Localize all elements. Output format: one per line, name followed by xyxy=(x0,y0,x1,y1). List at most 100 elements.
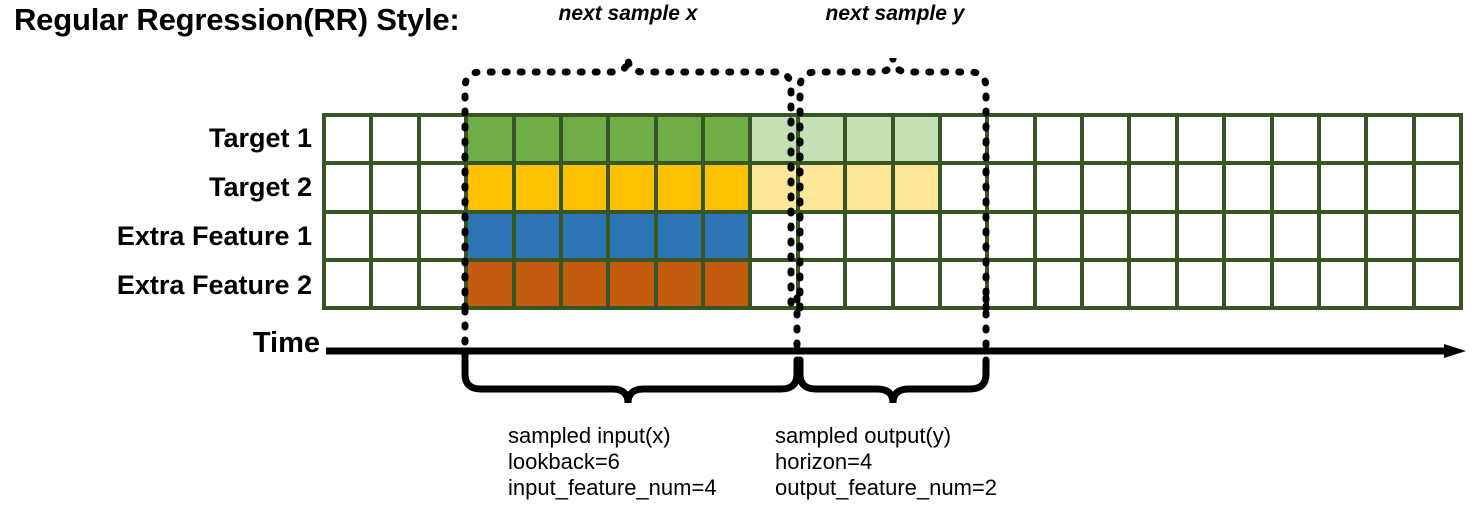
sampled-input-line-2: lookback=6 xyxy=(508,449,620,474)
grid-cell-r0-c18-empty xyxy=(1178,117,1223,162)
grid-cell-r2-c14-empty xyxy=(989,213,1033,258)
grid-cell-r2-c17-empty xyxy=(1131,213,1175,258)
grid-cell-r1-c11-output xyxy=(847,165,891,210)
label-sampled-input: sampled input(x) lookback=6 input_featur… xyxy=(508,423,717,501)
time-axis-label: Time xyxy=(252,327,320,359)
label-sampled-output: sampled output(y) horizon=4 output_featu… xyxy=(775,423,997,501)
grid-cell-r1-c15-empty xyxy=(1036,165,1080,210)
grid-cell-r2-c8-input xyxy=(705,213,749,258)
grid-cell-r3-c13-empty xyxy=(941,261,986,306)
row-label-target-2: Target 2 xyxy=(208,172,312,202)
grid-cell-r1-c2-empty xyxy=(420,165,465,210)
grid-cell-r0-c10-output xyxy=(799,117,844,162)
time-axis-arrow xyxy=(326,344,1466,358)
row-label-column: Target 1 Target 2 Extra Feature 1 Extra Fea… xyxy=(0,114,312,310)
grid-cell-r0-c7-input xyxy=(657,117,701,162)
grid-cell-r3-c20-empty xyxy=(1273,261,1317,306)
grid-cell-r0-c2-empty xyxy=(420,117,465,162)
grid-cell-r3-c7-input xyxy=(657,261,701,306)
grid-cell-r1-c8-input xyxy=(705,165,749,210)
grid-cell-r1-c12-output xyxy=(894,165,938,210)
grid-cell-r0-c12-output xyxy=(894,117,938,162)
grid-cell-r2-c18-empty xyxy=(1178,213,1223,258)
grid-cell-r1-c5-input xyxy=(562,165,607,210)
grid-cell-r2-c16-empty xyxy=(1084,213,1128,258)
grid-cell-r3-c3-input xyxy=(468,261,512,306)
sampled-input-line-1: sampled input(x) xyxy=(508,423,671,448)
grid-cell-r2-c2-empty xyxy=(420,213,465,258)
grid-cell-r3-c14-empty xyxy=(989,261,1033,306)
grid-cell-r2-c1-empty xyxy=(373,213,417,258)
grid-cell-r0-c19-empty xyxy=(1226,117,1270,162)
grid-cell-r1-c21-empty xyxy=(1320,165,1365,210)
grid-cell-r0-c6-input xyxy=(610,117,654,162)
grid-cell-r1-c19-empty xyxy=(1226,165,1270,210)
grid-cell-r3-c19-empty xyxy=(1226,261,1270,306)
grid-cell-r3-c15-empty xyxy=(1036,261,1080,306)
grid-cell-r2-c0-empty xyxy=(326,213,370,258)
grid-cell-r2-c13-empty xyxy=(941,213,986,258)
grid-cell-r3-c1-empty xyxy=(373,261,417,306)
grid-cell-r2-c19-empty xyxy=(1226,213,1270,258)
grid-cell-r3-c18-empty xyxy=(1178,261,1223,306)
grid-cell-r0-c16-empty xyxy=(1084,117,1128,162)
timeline-grid xyxy=(322,113,1463,310)
grid-cell-r1-c1-empty xyxy=(373,165,417,210)
grid-cell-r2-c6-input xyxy=(610,213,654,258)
grid-cell-r1-c10-output xyxy=(799,165,844,210)
grid-cell-r2-c10-empty xyxy=(799,213,844,258)
caption-next-sample-y: next sample y xyxy=(825,2,965,25)
grid-cell-r2-c3-input xyxy=(468,213,512,258)
brace-sampled-input xyxy=(461,356,801,404)
grid-cell-r3-c10-empty xyxy=(799,261,844,306)
grid-cell-r1-c14-empty xyxy=(989,165,1033,210)
grid-cell-r0-c14-empty xyxy=(989,117,1033,162)
grid-cell-r3-c4-input xyxy=(515,261,559,306)
grid-cell-r1-c18-empty xyxy=(1178,165,1223,210)
grid-cell-r2-c11-empty xyxy=(847,213,891,258)
grid-cell-r0-c8-input xyxy=(705,117,749,162)
grid-cell-r3-c0-empty xyxy=(326,261,370,306)
sampled-output-line-2: horizon=4 xyxy=(775,449,873,474)
grid-cell-r0-c9-output xyxy=(752,117,796,162)
grid-cell-r1-c13-empty xyxy=(941,165,986,210)
grid-cell-r3-c16-empty xyxy=(1084,261,1128,306)
grid-cell-r2-c7-input xyxy=(657,213,701,258)
grid-cell-r0-c1-empty xyxy=(373,117,417,162)
sampled-output-line-1: sampled output(y) xyxy=(775,423,952,448)
brace-sampled-output xyxy=(796,356,990,404)
grid-cell-r1-c7-input xyxy=(657,165,701,210)
grid-cell-r0-c20-empty xyxy=(1273,117,1317,162)
grid-cell-r0-c17-empty xyxy=(1131,117,1175,162)
row-label-target-1: Target 1 xyxy=(208,123,312,153)
grid-cell-r0-c13-empty xyxy=(941,117,986,162)
grid-cell-r2-c21-empty xyxy=(1320,213,1365,258)
row-label-extra-feature-2: Extra Feature 2 xyxy=(116,270,312,300)
grid-cell-r2-c15-empty xyxy=(1036,213,1080,258)
grid-cell-r2-c22-empty xyxy=(1368,213,1412,258)
grid-cell-r1-c6-input xyxy=(610,165,654,210)
page-title: Regular Regression(RR) Style: xyxy=(14,2,460,37)
row-label-extra-feature-1: Extra Feature 1 xyxy=(116,221,312,251)
grid-cell-r3-c17-empty xyxy=(1131,261,1175,306)
grid-cell-r1-c23-empty xyxy=(1415,165,1459,210)
grid-cell-r2-c9-empty xyxy=(752,213,796,258)
grid-cell-r0-c15-empty xyxy=(1036,117,1080,162)
grid-cell-r1-c22-empty xyxy=(1368,165,1412,210)
grid-cell-r2-c12-empty xyxy=(894,213,938,258)
grid-cell-r1-c20-empty xyxy=(1273,165,1317,210)
grid-cell-r0-c5-input xyxy=(562,117,607,162)
grid-cell-r2-c5-input xyxy=(562,213,607,258)
grid-cell-r3-c12-empty xyxy=(894,261,938,306)
sampled-input-line-3: input_feature_num=4 xyxy=(508,475,717,500)
caption-next-sample-x: next sample x xyxy=(558,2,698,25)
grid-cell-r3-c6-input xyxy=(610,261,654,306)
grid-cell-r0-c3-input xyxy=(468,117,512,162)
grid-cell-r1-c16-empty xyxy=(1084,165,1128,210)
grid-cell-r3-c23-empty xyxy=(1415,261,1459,306)
grid-cell-r0-c4-input xyxy=(515,117,559,162)
grid-cell-r1-c3-input xyxy=(468,165,512,210)
grid-cell-r3-c11-empty xyxy=(847,261,891,306)
sampled-output-line-3: output_feature_num=2 xyxy=(775,475,998,500)
